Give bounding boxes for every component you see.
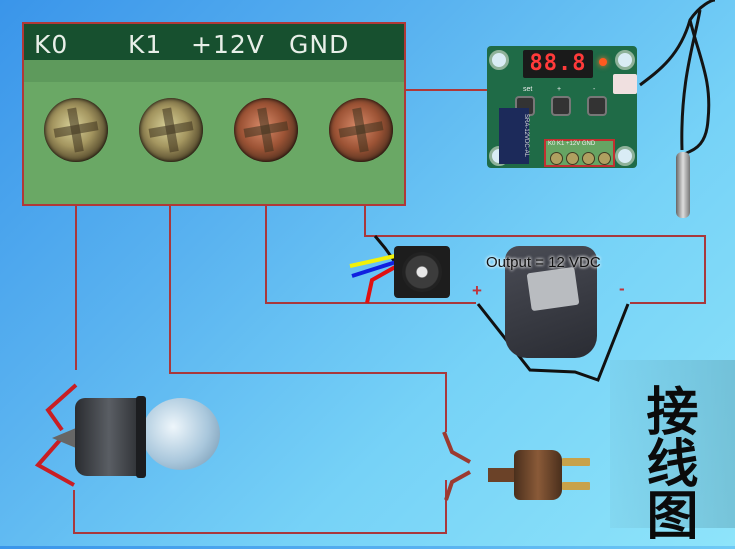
- terminal-block-closeup: K0 K1 +12V GND: [22, 22, 406, 206]
- terminal-label-k1: K1: [128, 30, 163, 59]
- mini-terminal-block: K0 K1 +12V GND: [544, 139, 615, 167]
- mini-terminal-labels: K0 K1 +12V GND: [548, 141, 596, 147]
- wire-gnd: [364, 168, 706, 304]
- power-adapter: [505, 246, 597, 358]
- terminal-label-gnd: GND: [289, 30, 350, 59]
- screw-k0: [44, 98, 108, 162]
- plug-prong-bottom: [562, 482, 590, 490]
- screw-gnd: [329, 98, 393, 162]
- bulb-tip: [52, 428, 76, 448]
- temperature-controller-board: 88.8 set + - SRA-12VDC-AL K0 K1 +12V GND: [487, 46, 637, 168]
- wire-bulb-to-plug: [73, 480, 447, 534]
- plus-button: [553, 98, 569, 114]
- wire-12v: [265, 168, 476, 304]
- minus-terminal-label: -: [619, 279, 625, 298]
- status-led: [599, 58, 607, 66]
- title-char-1: 接: [646, 383, 699, 443]
- probe-cable-lead: [680, 9, 702, 151]
- bulb-lead-bottom: [34, 438, 75, 487]
- screw-12v: [234, 98, 298, 162]
- cooling-fan: [394, 246, 450, 298]
- terminal-label-strip: K0 K1 +12V GND: [24, 24, 404, 60]
- led-display: 88.8: [523, 50, 593, 78]
- output-voltage-label: Output = 12 VDC: [486, 254, 601, 271]
- minus-button: [589, 98, 605, 114]
- fan-wire-yellow: [349, 254, 396, 268]
- bulb-lead-top: [45, 383, 78, 432]
- relay: SRA-12VDC-AL: [499, 108, 529, 164]
- plug-lead-bottom: [444, 470, 471, 501]
- title-char-3: 图: [646, 487, 699, 547]
- fan-wire-blue: [351, 260, 397, 278]
- ac-plug: [488, 450, 590, 500]
- fan-wire-red: [365, 264, 398, 304]
- fan-icon: [402, 252, 442, 292]
- screw-k1: [139, 98, 203, 162]
- terminal-label-k0: K0: [34, 30, 69, 59]
- button-label-set: set: [523, 86, 533, 93]
- probe-cable-loop: [682, 19, 711, 157]
- button-label-minus: -: [593, 86, 596, 93]
- button-label-plus: +: [557, 86, 562, 93]
- plug-prong-top: [562, 458, 590, 466]
- plus-terminal-label: +: [472, 281, 482, 300]
- light-bulb: [142, 398, 220, 470]
- plug-lead-top: [442, 431, 471, 464]
- bulb-socket: [75, 398, 143, 476]
- title-char-2: 线: [646, 435, 699, 495]
- wire-k1: [169, 168, 447, 432]
- probe-connector: [613, 74, 637, 94]
- temperature-probe: [676, 152, 690, 218]
- title-panel: 接 线 图: [610, 360, 735, 547]
- terminal-label-12v: +12V: [191, 30, 265, 59]
